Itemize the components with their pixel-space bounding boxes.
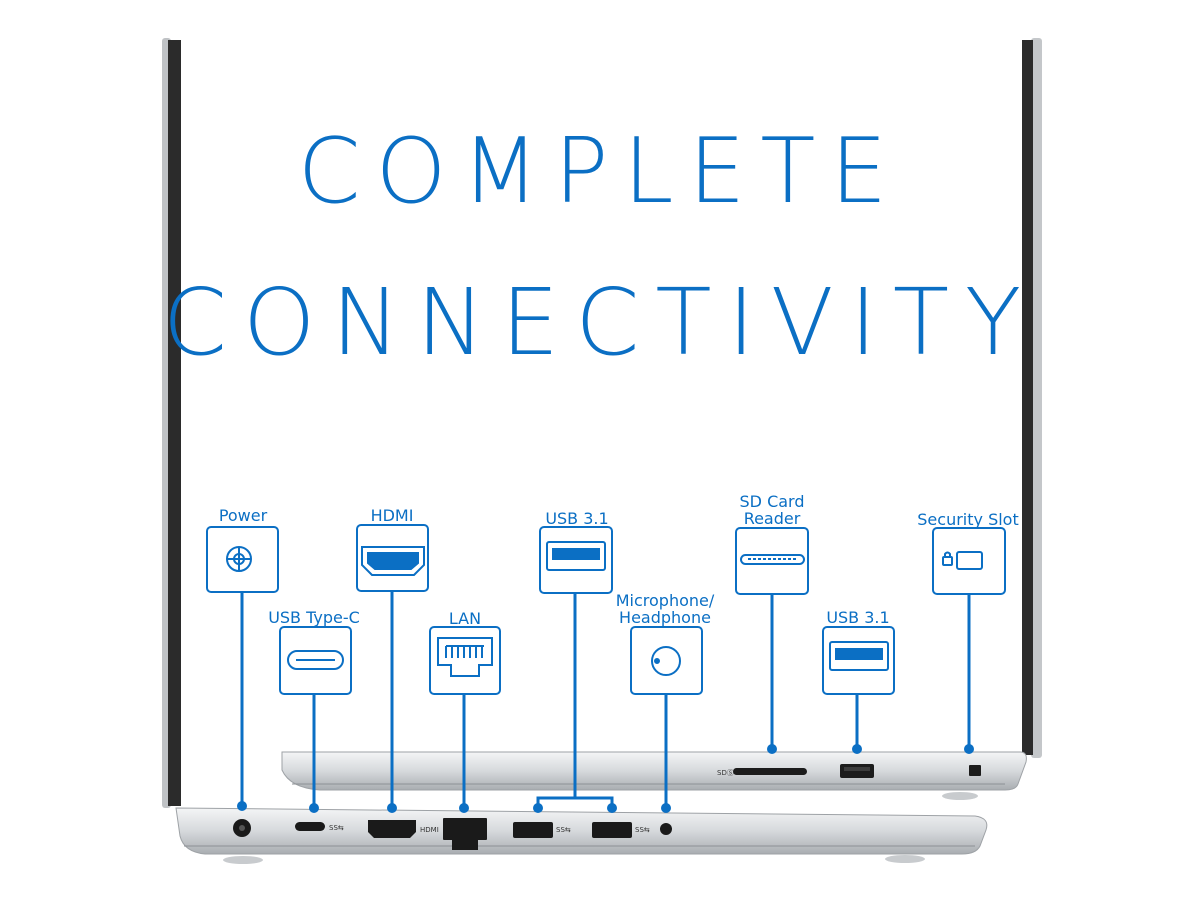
svg-text:SS⇆: SS⇆ <box>556 826 571 834</box>
sd-card-slot <box>733 768 807 775</box>
usb-c-port-icon <box>287 650 344 670</box>
chassis-markings: HDMI SDⓈ SS⇆ SS⇆ SS⇆ <box>329 769 734 834</box>
audio-jack-icon <box>651 646 681 676</box>
audio-box <box>630 626 703 695</box>
port-label-sd-card: SD Card Reader <box>739 492 805 528</box>
port-label-security-slot: Security Slot <box>917 510 1019 529</box>
left-laptop-lid <box>162 38 181 808</box>
hdmi-port-icon <box>361 546 425 576</box>
port-label-hdmi: HDMI <box>370 506 414 525</box>
usb-a-port-icon-right <box>829 641 889 671</box>
hdmi-port <box>368 820 416 838</box>
headline-line-2: CONNECTIVITY <box>162 269 1038 376</box>
svg-text:SS⇆: SS⇆ <box>329 824 344 832</box>
security-slot-box <box>932 527 1006 595</box>
audio-jack <box>660 823 672 835</box>
headline-line-1: COMPLETE <box>297 119 903 224</box>
svg-text:SS⇆: SS⇆ <box>635 826 650 834</box>
ethernet-port <box>443 818 487 840</box>
port-label-usb31-right: USB 3.1 <box>826 608 890 627</box>
ethernet-port-icon <box>437 637 493 677</box>
port-label-usb-type-c: USB Type-C <box>268 608 360 627</box>
left-laptop-base <box>175 807 988 864</box>
lock-slot-icon <box>942 551 983 570</box>
security-slot-port <box>969 765 981 776</box>
usb-a-port-left-1 <box>513 822 553 838</box>
lan-box <box>429 626 501 695</box>
right-laptop-base <box>281 751 1027 800</box>
svg-text:HDMI: HDMI <box>420 826 439 834</box>
sd-card-slot-icon <box>740 554 805 565</box>
port-label-power: Power <box>218 506 268 525</box>
svg-text:SDⓈ: SDⓈ <box>717 769 734 777</box>
usb31-right-box <box>822 626 895 695</box>
usb-c-port <box>295 822 325 831</box>
sd-card-box <box>735 527 809 595</box>
power-jack-icon <box>226 546 252 572</box>
port-label-audio: Microphone/ Headphone <box>615 591 715 627</box>
usb-a-port-left-2 <box>592 822 632 838</box>
callout-endpoints <box>237 744 974 813</box>
port-label-usb31-left: USB 3.1 <box>545 509 609 528</box>
port-label-lan: LAN <box>448 609 482 628</box>
callout-lines <box>240 591 971 806</box>
right-laptop-lid <box>1022 38 1042 758</box>
usb-a-port-icon <box>546 541 606 571</box>
